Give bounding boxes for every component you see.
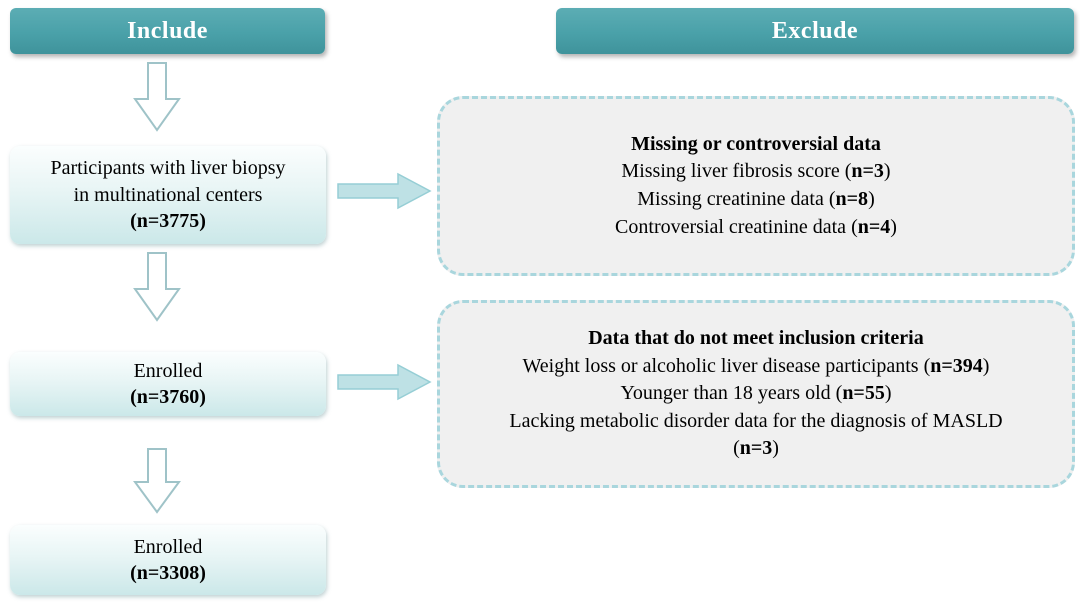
right-arrow-icon (337, 172, 432, 210)
exclude-header-label: Exclude (771, 17, 859, 44)
flow-box-line: Participants with liver biopsy (50, 157, 286, 180)
flow-box-enrolled-1: Enrolled (n=3760) (10, 352, 326, 416)
exclusion-item-count: n=4 (857, 215, 891, 238)
down-arrow-icon (133, 252, 181, 322)
exclusion-item-text-post: ) (982, 354, 990, 377)
exclusion-item-count: n=3 (739, 437, 773, 460)
exclude-header: Exclude (556, 8, 1074, 54)
exclusion-box-title: Missing or controversial data (631, 132, 881, 155)
exclusion-item-text-post: ) (890, 215, 897, 238)
flow-box-enrolled-2: Enrolled (n=3308) (10, 525, 326, 595)
include-header-label: Include (127, 17, 208, 44)
exclusion-item-text: Missing creatinine data ( (637, 188, 836, 210)
exclusion-box-inclusion-criteria: Data that do not meet inclusion criteria… (437, 300, 1075, 488)
exclusion-item-text-post: ) (883, 160, 891, 183)
exclusion-item-text-post: ) (884, 382, 892, 405)
exclusion-item-text-post: ) (772, 437, 779, 460)
flow-box-line: Enrolled (133, 535, 203, 558)
flow-box-count: (n=3775) (130, 210, 206, 233)
exclusion-item-count: n=3 (851, 160, 884, 183)
exclusion-item: Younger than 18 years old (n=55) (620, 380, 891, 408)
right-arrow-icon (337, 363, 432, 401)
flow-box-participants: Participants with liver biopsy in multin… (10, 146, 326, 244)
exclusion-item-text: ( (733, 437, 740, 460)
exclusion-box-missing-data: Missing or controversial data Missing li… (437, 96, 1075, 276)
include-header: Include (10, 8, 325, 54)
exclusion-item: Missing liver fibrosis score (n=3) (621, 158, 890, 186)
exclusion-item-text: Missing liver fibrosis score ( (621, 160, 852, 183)
exclusion-item-text: Controversial creatinine data ( (615, 215, 858, 238)
flow-box-count: (n=3760) (130, 386, 206, 408)
exclusion-item-text-post: ) (868, 188, 875, 210)
flow-box-count: (n=3308) (130, 562, 206, 584)
down-arrow-icon (133, 62, 181, 132)
exclusion-item-count: n=394 (930, 354, 983, 377)
flow-box-line: in multinational centers (73, 183, 263, 206)
exclusion-item-text: Lacking metabolic disorder data for the … (509, 409, 1003, 432)
exclusion-item-text: Younger than 18 years old ( (620, 382, 843, 405)
exclusion-item-count: n=55 (842, 382, 885, 405)
exclusion-item: Controversial creatinine data (n=4) (615, 214, 897, 242)
flow-box-line: Enrolled (133, 359, 203, 382)
exclusion-item: Missing creatinine data (n=8) (637, 186, 874, 214)
exclusion-item-text: Weight loss or alcoholic liver disease p… (522, 354, 931, 377)
down-arrow-icon (133, 448, 181, 514)
exclusion-item: Lacking metabolic disorder data for the … (509, 408, 1002, 436)
exclusion-box-title: Data that do not meet inclusion criteria (588, 327, 924, 350)
exclusion-item-count: n=8 (835, 188, 869, 210)
exclusion-item: Weight loss or alcoholic liver disease p… (523, 353, 990, 381)
exclusion-item: (n=3) (733, 435, 779, 463)
